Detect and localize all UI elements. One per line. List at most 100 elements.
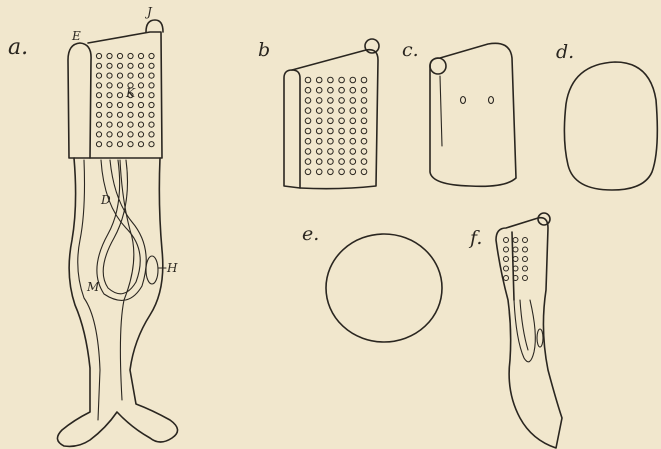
panel-label-d: d. (556, 41, 574, 63)
pore-dot (138, 93, 143, 98)
pore-dot (350, 98, 356, 104)
pore-dot (328, 149, 334, 155)
pore-dot (361, 159, 367, 165)
pore-dot (316, 87, 322, 93)
pore-dot (96, 63, 101, 68)
pore-dot (328, 138, 334, 144)
pore-dot (339, 169, 345, 175)
pore-dot (117, 142, 122, 147)
figure-a-gland (146, 256, 158, 284)
figure-e: e. (302, 223, 442, 342)
panel-label-b: b (258, 39, 270, 61)
pore-dot (107, 132, 112, 137)
pore-dot (107, 53, 112, 58)
pore-dot (149, 93, 154, 98)
pore-dot (504, 257, 509, 262)
figure-b-pore-dots (305, 77, 367, 174)
figure-f: f. (468, 213, 562, 448)
pore-dot (138, 102, 143, 107)
pore-dot (149, 132, 154, 137)
figure-c-ridge (440, 76, 442, 146)
pore-dot (117, 112, 122, 117)
figure-c-knob (430, 58, 446, 74)
pore-dot (339, 149, 345, 155)
panel-label-e: e. (302, 223, 319, 245)
pore-dot (361, 87, 367, 93)
pore-dot (350, 138, 356, 144)
pore-dot (149, 142, 154, 147)
pore-dot (339, 108, 345, 114)
pore-dot (523, 276, 528, 281)
figure-a-pore-dots (96, 53, 154, 146)
figure-c-pore-left (461, 97, 466, 104)
pore-dot (107, 93, 112, 98)
figure-b-top-knob (365, 39, 379, 53)
pore-dot (316, 128, 322, 134)
pore-dot (117, 93, 122, 98)
figure-b-plate (292, 50, 378, 189)
pore-dot (361, 77, 367, 83)
pore-dot (138, 73, 143, 78)
figure-b-left-column (284, 70, 300, 188)
pore-dot (128, 142, 133, 147)
figure-f-gland (537, 329, 543, 347)
pore-dot (96, 122, 101, 127)
pore-dot (305, 149, 311, 155)
pore-dot (350, 128, 356, 134)
pore-dot (305, 87, 311, 93)
pore-dot (350, 87, 356, 93)
pore-dot (523, 247, 528, 252)
pore-dot (96, 53, 101, 58)
figure-a-body-outline (57, 158, 177, 446)
pore-dot (107, 112, 112, 117)
pore-dot (504, 276, 509, 281)
label-j: J (144, 5, 153, 19)
pore-dot (513, 238, 518, 243)
pore-dot (305, 159, 311, 165)
pore-dot (513, 257, 518, 262)
pore-dot (96, 112, 101, 117)
pore-dot (149, 102, 154, 107)
pore-dot (138, 122, 143, 127)
pore-dot (339, 138, 345, 144)
figure-f-pore-dots (504, 238, 528, 281)
panel-label-f: f. (468, 227, 482, 249)
pore-dot (138, 112, 143, 117)
label-e: E (71, 29, 81, 43)
figure-a-perforated-plate (88, 32, 162, 158)
pore-dot (96, 83, 101, 88)
pore-dot (149, 83, 154, 88)
pore-dot (339, 77, 345, 83)
pore-dot (350, 169, 356, 175)
pore-dot (316, 169, 322, 175)
pore-dot (107, 83, 112, 88)
label-k: K (125, 86, 136, 100)
pore-dot (107, 102, 112, 107)
pore-dot (149, 53, 154, 58)
pore-dot (138, 53, 143, 58)
pore-dot (513, 247, 518, 252)
figure-c: c. (402, 39, 516, 186)
pore-dot (328, 108, 334, 114)
pore-dot (96, 142, 101, 147)
pore-dot (523, 257, 528, 262)
pore-dot (523, 266, 528, 271)
pore-dot (339, 159, 345, 165)
pore-dot (339, 118, 345, 124)
pore-dot (504, 266, 509, 271)
pore-dot (339, 128, 345, 134)
label-h: H (166, 261, 178, 275)
pore-dot (149, 112, 154, 117)
pore-dot (350, 77, 356, 83)
pore-dot (96, 132, 101, 137)
pore-dot (305, 108, 311, 114)
pore-dot (328, 128, 334, 134)
pore-dot (128, 63, 133, 68)
pore-dot (328, 98, 334, 104)
pore-dot (128, 132, 133, 137)
pore-dot (361, 149, 367, 155)
label-m: M (86, 280, 100, 294)
pore-dot (328, 77, 334, 83)
